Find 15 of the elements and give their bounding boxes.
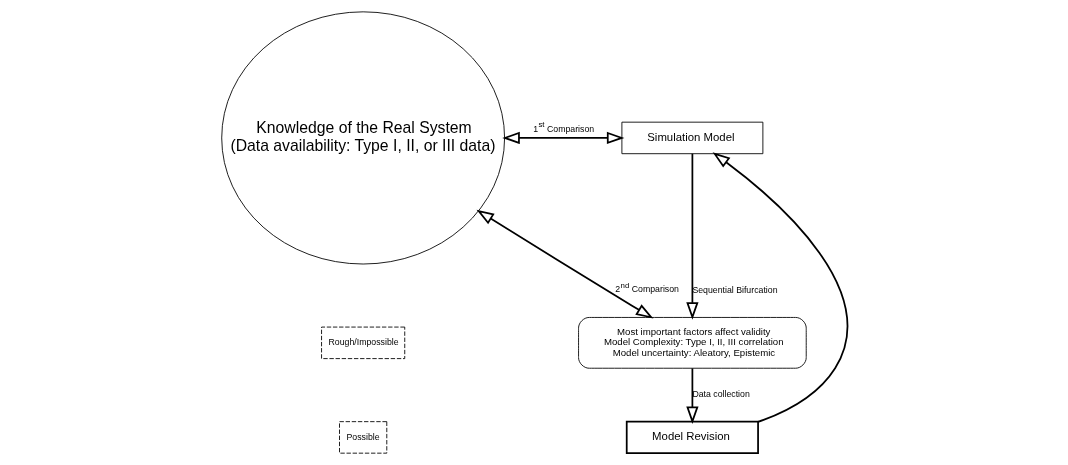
edge-label: 2$^{nd}$ Comparison	[614, 280, 679, 295]
node-box: Most important factors affect validity Model Complexity: Type I, II, III correlation Model uncertainty: Aleatory, Epistemic	[577, 317, 807, 369]
edge-label: 1$^{st}$ Comparison	[532, 120, 594, 134]
edge-label: Data collection	[691, 389, 750, 400]
label: Rough/Impossible	[328, 337, 399, 348]
arrow	[712, 152, 848, 423]
label: Possible	[346, 431, 380, 442]
arrow	[685, 152, 699, 320]
node-ellipse: Knowledge of the Real System (Data availability: Type I, II, or III data)	[220, 11, 505, 265]
edge-label: Sequential Bifurcation	[691, 284, 778, 295]
arrow	[685, 367, 699, 425]
arrow	[501, 131, 624, 145]
node-box: Model Revision	[625, 420, 759, 455]
arrow	[476, 209, 653, 319]
node-box: Simulation Model	[620, 121, 763, 155]
